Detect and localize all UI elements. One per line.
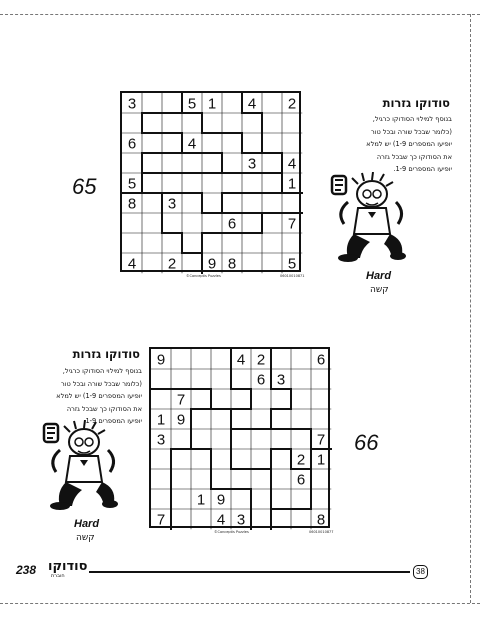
difficulty-label-he-66: קשה — [76, 533, 95, 543]
sudoku-cell[interactable]: 5 — [188, 96, 196, 113]
sudoku-cell[interactable]: 1 — [288, 176, 296, 193]
difficulty-label-66: Hard — [74, 518, 100, 530]
mascot-illustration-65 — [330, 172, 406, 262]
sudoku-cell[interactable]: 7 — [288, 216, 296, 233]
sudoku-cell[interactable]: 3 — [277, 372, 285, 389]
sudoku-cell[interactable]: 3 — [157, 432, 165, 449]
puzzle-number-65: 65 — [72, 174, 97, 199]
instructions-66: בנוסף למילוי הסודוקו כרגיל, (כלומר שבכל … — [32, 365, 142, 428]
sudoku-cell[interactable]: 7 — [157, 512, 165, 529]
sudoku-cell[interactable]: 6 — [297, 472, 305, 489]
sudoku-cell[interactable]: 4 — [217, 512, 225, 529]
cut-line-right — [470, 14, 471, 603]
sudoku-cell[interactable]: 9 — [177, 412, 185, 429]
cut-line-bottom — [0, 603, 480, 604]
sudoku-cell[interactable]: 5 — [288, 256, 296, 273]
instruction-line: (כלומר שבכל שורה ובכל טור — [370, 127, 452, 136]
difficulty-label-65: Hard — [366, 270, 392, 282]
credit-left-65: ©Conceptis Puzzles — [186, 274, 221, 278]
sudoku-cell[interactable]: 9 — [217, 492, 225, 509]
brand-logo: סודוקו — [46, 559, 90, 574]
instruction-line: את הסודוקו כך שבכל גזרה — [66, 404, 142, 413]
sudoku-cell[interactable]: 4 — [237, 352, 245, 369]
footer-rule — [58, 571, 410, 573]
sudoku-cell[interactable]: 4 — [248, 96, 256, 113]
sudoku-cell[interactable]: 6 — [257, 372, 265, 389]
sudoku-cell[interactable]: 4 — [128, 256, 136, 273]
sudoku-cell[interactable]: 6 — [317, 352, 325, 369]
sudoku-cell[interactable]: 1 — [317, 452, 325, 469]
credit-left-66: ©Conceptis Puzzles — [214, 530, 249, 534]
sudoku-cell[interactable]: 6 — [228, 216, 236, 233]
sudoku-cell[interactable]: 3 — [128, 96, 136, 113]
sudoku-cell[interactable]: 3 — [237, 512, 245, 529]
sudoku-cell[interactable]: 3 — [168, 196, 176, 213]
sudoku-cell[interactable]: 5 — [128, 176, 136, 193]
page-number-left: 238 — [16, 563, 37, 577]
sudoku-cell[interactable]: 7 — [177, 392, 185, 409]
sudoku-cell[interactable]: 2 — [288, 96, 296, 113]
difficulty-label-he-65: קשה — [370, 285, 389, 295]
mascot-illustration-66 — [42, 420, 118, 510]
sudoku-cell[interactable]: 4 — [188, 136, 196, 153]
instruction-line: את הסודוקו כך שבכל גזרה — [376, 152, 452, 161]
instruction-line: יופיעו המספרים 1-9. — [393, 165, 452, 173]
sudoku-cell[interactable]: 8 — [228, 256, 236, 273]
sudoku-cell[interactable]: 9 — [208, 256, 216, 273]
sudoku-cell[interactable]: 1 — [208, 96, 216, 113]
credit-code-65: 06010010871 — [280, 274, 305, 278]
sudoku-cell[interactable]: 6 — [128, 136, 136, 153]
instruction-line: יופיעו המספרים 1-9) יש למלא — [366, 140, 452, 148]
sudoku-cell[interactable]: 1 — [157, 412, 165, 429]
instructions-65: בנוסף למילוי הסודוקו כרגיל, (כלומר שבכל … — [342, 113, 452, 176]
instruction-line: יופיעו המספרים 1-9) יש למלא — [56, 392, 142, 400]
puzzle-number-66: 66 — [354, 430, 379, 455]
sudoku-cell[interactable]: 9 — [157, 352, 165, 369]
cut-line-top — [0, 14, 480, 15]
brand-subtitle: חוברת — [51, 573, 65, 579]
sudoku-cell[interactable]: 7 — [317, 432, 325, 449]
sudoku-cell[interactable]: 3 — [248, 156, 256, 173]
page-number-right: 38 — [413, 565, 428, 579]
instruction-line: בנוסף למילוי הסודוקו כרגיל, — [62, 367, 142, 375]
sudoku-cell[interactable]: 2 — [168, 256, 176, 273]
sudoku-cell[interactable]: 2 — [257, 352, 265, 369]
instruction-line: בנוסף למילוי הסודוקו כרגיל, — [372, 115, 452, 123]
puzzle-title-66: סודוקו גזרות — [72, 347, 140, 361]
sudoku-cell[interactable]: 8 — [317, 512, 325, 529]
sudoku-cell[interactable]: 4 — [288, 156, 296, 173]
sudoku-cell[interactable]: 8 — [128, 196, 136, 213]
credit-code-66: 06010010877 — [309, 530, 334, 534]
sudoku-cell[interactable]: 2 — [297, 452, 305, 469]
instruction-line: (כלומר שבכל שורה ובכל טור — [60, 379, 142, 388]
sudoku-cell[interactable]: 1 — [197, 492, 205, 509]
puzzle-title-65: סודוקו גזרות — [382, 96, 450, 110]
